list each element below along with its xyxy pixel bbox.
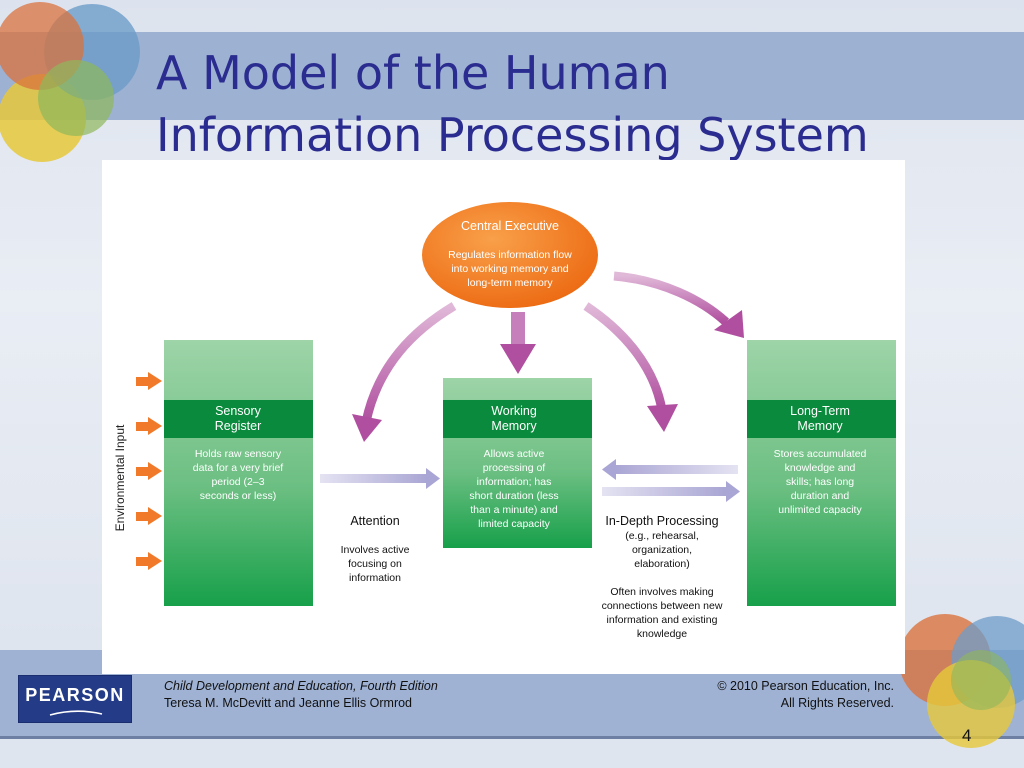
working-memory-desc-1: Allows active [484,448,545,460]
in-depth-processing-note-1: Often involves making [610,586,713,598]
in-depth-processing-example-2: organization, [632,544,692,556]
input-arrow [136,462,162,480]
attention-title: Attention [350,514,399,528]
in-depth-processing-note-4: knowledge [637,628,687,640]
book-authors: Teresa M. McDevitt and Jeanne Ellis Ormr… [164,696,413,710]
header-band [0,32,1024,120]
attention-desc-3: information [349,572,401,584]
long-term-memory-desc-5: unlimited capacity [778,504,862,516]
input-arrows [136,372,162,570]
pearson-logo: PEARSON [18,675,132,723]
input-arrow [136,552,162,570]
executive-to-working-arrow [500,312,536,374]
decorative-circles-bottom-right [899,614,1024,748]
working-memory-title-2: Memory [491,419,537,433]
central-executive-desc-3: long-term memory [467,277,553,289]
long-term-to-working-arrow [602,459,738,480]
working-memory-desc-6: limited capacity [478,518,551,530]
pearson-logo-text: PEARSON [25,685,125,705]
executive-to-in-depth-arrow [583,302,678,432]
copyright: © 2010 Pearson Education, Inc. [717,679,894,693]
working-memory-desc-4: short duration (less [469,490,558,502]
working-memory-title-1: Working [491,404,537,418]
sensory-to-working-arrow [320,468,440,489]
sensory-register-box: Sensory Register Holds raw sensory data … [164,340,313,606]
information-processing-diagram: Central Executive Regulates information … [113,202,896,640]
environmental-input-label: Environmental Input [113,424,127,531]
working-memory-desc-3: information; has [477,476,552,488]
long-term-memory-title-1: Long-Term [790,404,850,418]
attention-label-group: Attention Involves active focusing on in… [341,514,410,584]
slide-title: A Model of the Human Information Process… [156,46,869,162]
long-term-memory-desc-4: duration and [791,490,850,502]
sensory-register-title-2: Register [215,419,262,433]
long-term-memory-desc-2: knowledge and [785,462,856,474]
central-executive-desc-1: Regulates information flow [448,249,572,261]
working-memory-box: Working Memory Allows active processing … [443,378,592,548]
input-arrow [136,372,162,390]
attention-desc-1: Involves active [341,544,410,556]
working-to-long-term-arrow [602,481,740,502]
long-term-memory-box: Long-Term Memory Stores accumulated know… [747,340,896,606]
in-depth-processing-note-2: connections between new [602,600,723,612]
sensory-register-desc-2: data for a very brief [193,462,284,474]
sensory-register-desc-4: seconds or less) [200,490,276,502]
pearson-swoosh-icon [49,710,103,716]
input-arrow [136,507,162,525]
long-term-memory-title-2: Memory [797,419,843,433]
long-term-memory-desc-3: skills; has long [786,476,854,488]
sensory-register-desc-1: Holds raw sensory [195,448,282,460]
executive-to-long-term-arrow [613,271,744,338]
working-memory-desc-2: processing of [483,462,546,474]
sensory-register-desc-3: period (2–3 [211,476,264,488]
central-executive-desc-2: into working memory and [451,263,568,275]
long-term-memory-desc-1: Stores accumulated [774,448,867,460]
book-title: Child Development and Education, Fourth … [164,679,438,693]
in-depth-processing-example-3: elaboration) [634,558,689,570]
sensory-register-title-1: Sensory [215,404,262,418]
in-depth-processing-example-1: (e.g., rehearsal, [625,530,699,542]
decorative-circles-top-left [0,2,140,162]
central-executive-title: Central Executive [461,219,559,233]
attention-desc-2: focusing on [348,558,402,570]
footer-rule [0,736,1024,739]
in-depth-processing-label-group: In-Depth Processing (e.g., rehearsal, or… [602,514,723,640]
diagram-panel: Central Executive Regulates information … [102,160,905,674]
in-depth-processing-title: In-Depth Processing [605,514,718,528]
input-arrow [136,417,162,435]
in-depth-processing-note-3: information and existing [607,614,718,626]
working-memory-desc-5: than a minute) and [470,504,558,516]
rights-reserved: All Rights Reserved. [780,696,894,710]
central-executive-node: Central Executive Regulates information … [422,202,598,308]
executive-to-sensory-arrow [352,302,457,442]
page-number: 4 [962,726,972,745]
